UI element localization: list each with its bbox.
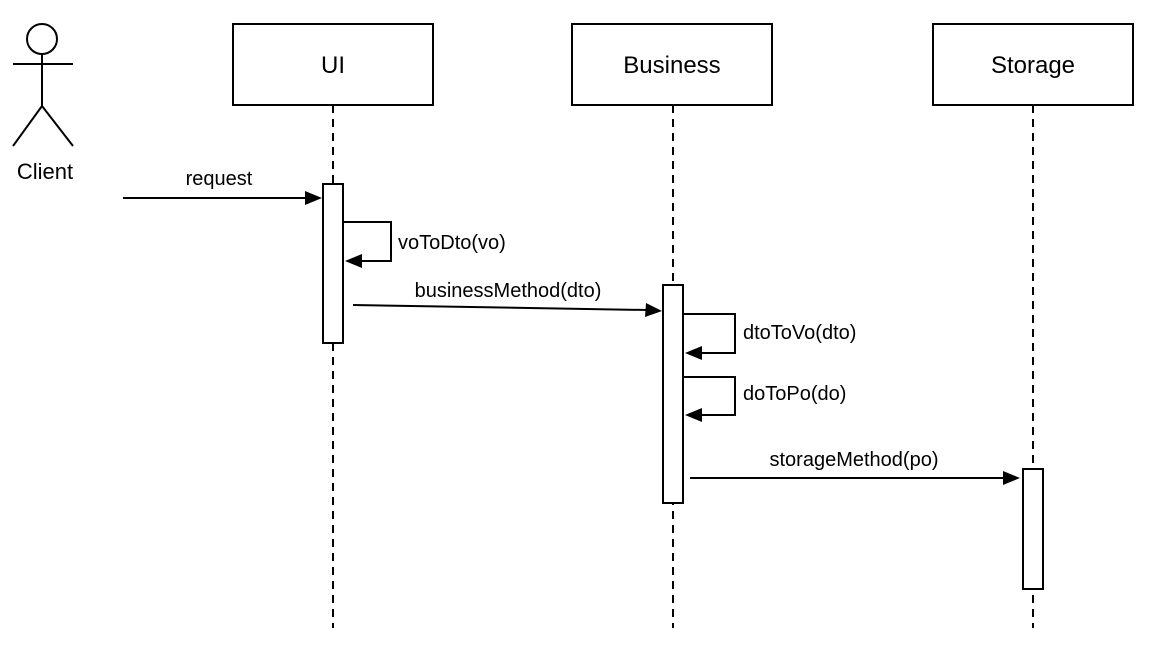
activation-bar-business bbox=[662, 284, 684, 504]
message-dotopo: doToPo(do) bbox=[684, 376, 846, 422]
activation-bar-storage bbox=[1022, 468, 1044, 590]
message-businessmethod: businessMethod(dto) bbox=[352, 280, 662, 317]
participant-ui: UI bbox=[232, 23, 434, 106]
participant-storage: Storage bbox=[932, 23, 1134, 106]
message-dotopo-line bbox=[684, 376, 736, 416]
actor-label: Client bbox=[17, 159, 73, 184]
actor-figure-icon bbox=[12, 23, 74, 147]
message-request-arrowhead-icon bbox=[305, 191, 322, 205]
participant-ui-label: UI bbox=[321, 52, 345, 79]
message-dtotovo-label: dtoToVo(dto) bbox=[743, 322, 856, 344]
message-dtotovo: dtoToVo(dto) bbox=[684, 313, 856, 360]
message-votodto-label: voToDto(vo) bbox=[398, 232, 506, 254]
message-dotopo-arrowhead-icon bbox=[685, 408, 702, 422]
message-businessmethod-arrowhead-icon bbox=[645, 303, 662, 317]
message-votodto-arrowhead-icon bbox=[345, 254, 362, 268]
message-dtotovo-arrowhead-icon bbox=[685, 346, 702, 360]
message-dotopo-label: doToPo(do) bbox=[743, 383, 846, 405]
message-businessmethod-label: businessMethod(dto) bbox=[415, 280, 602, 302]
message-storagemethod-label: storageMethod(po) bbox=[770, 449, 939, 471]
message-dtotovo-line bbox=[684, 313, 736, 354]
actor-head bbox=[26, 23, 58, 55]
actor-client: Client bbox=[12, 23, 74, 184]
message-votodto: voToDto(vo) bbox=[344, 221, 506, 268]
participant-storage-box bbox=[932, 23, 1134, 106]
message-votodto-line bbox=[344, 221, 392, 262]
message-request-label: request bbox=[186, 168, 253, 190]
participant-business-label: Business bbox=[623, 52, 720, 79]
participant-business-box bbox=[571, 23, 773, 106]
activation-bar-ui bbox=[322, 183, 344, 344]
message-storagemethod-arrowhead-icon bbox=[1003, 471, 1020, 485]
message-businessmethod-line bbox=[352, 304, 648, 311]
participant-ui-box bbox=[232, 23, 434, 106]
message-storagemethod: storageMethod(po) bbox=[690, 449, 1020, 485]
message-request: request bbox=[123, 168, 322, 205]
participant-business: Business bbox=[571, 23, 773, 106]
actor-right-leg bbox=[41, 105, 74, 147]
actor-left-leg bbox=[12, 105, 43, 147]
participant-storage-label: Storage bbox=[991, 52, 1075, 79]
